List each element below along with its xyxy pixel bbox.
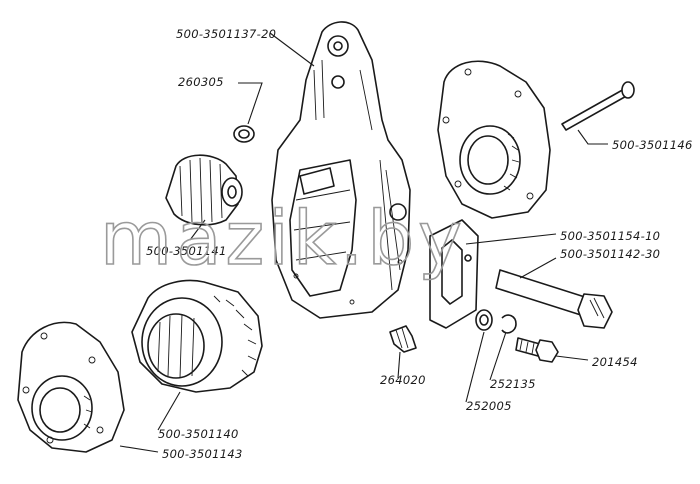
label-plate: 500-3501154-10 <box>560 229 660 243</box>
flat-washer-part <box>475 309 493 331</box>
label-bolt: 201454 <box>592 355 638 369</box>
grease-fitting-part <box>389 325 417 353</box>
leader-gear <box>157 391 181 431</box>
label-gear: 500-3501140 <box>158 427 239 441</box>
lever-arm-part <box>271 21 411 319</box>
label-pin: 500-3501146 <box>612 138 693 152</box>
label-washer-flat: 252005 <box>466 399 512 413</box>
small-bolt-part <box>515 337 559 363</box>
spring-washer-part <box>501 314 517 334</box>
label-washer-top: 260305 <box>178 75 224 89</box>
pin-part <box>561 81 635 131</box>
leader-worm <box>189 219 206 241</box>
right-cover-part <box>437 60 551 219</box>
leader-shaft <box>519 257 557 279</box>
leader-pin <box>577 129 608 145</box>
watermark-text: mazik.by <box>100 196 466 282</box>
shaft-part <box>495 269 613 329</box>
leader-washer-spring <box>489 331 507 381</box>
leader-lines <box>119 32 608 453</box>
gear-part <box>131 279 263 393</box>
label-shaft: 500-3501142-30 <box>560 247 660 261</box>
label-arm: 500-3501137-20 <box>176 27 276 41</box>
leader-washer-top <box>238 82 263 125</box>
locking-plate-part <box>429 219 479 329</box>
leader-plate <box>465 233 557 245</box>
worm-part <box>165 154 243 226</box>
leader-grease-fitting <box>397 351 401 379</box>
leader-bolt <box>555 355 589 361</box>
callout-labels: 500-3501137-20 260305 500-3501141 500-35… <box>146 27 693 461</box>
left-cover-part <box>17 321 125 453</box>
label-grease-fitting: 264020 <box>380 373 426 387</box>
washer-top-part <box>233 125 255 143</box>
leader-washer-flat <box>465 331 485 403</box>
leader-arm <box>269 32 315 67</box>
leader-cover-left <box>119 445 159 453</box>
label-worm: 500-3501141 <box>146 244 227 258</box>
label-cover-left: 500-3501143 <box>162 447 243 461</box>
label-washer-spring: 252135 <box>490 377 536 391</box>
